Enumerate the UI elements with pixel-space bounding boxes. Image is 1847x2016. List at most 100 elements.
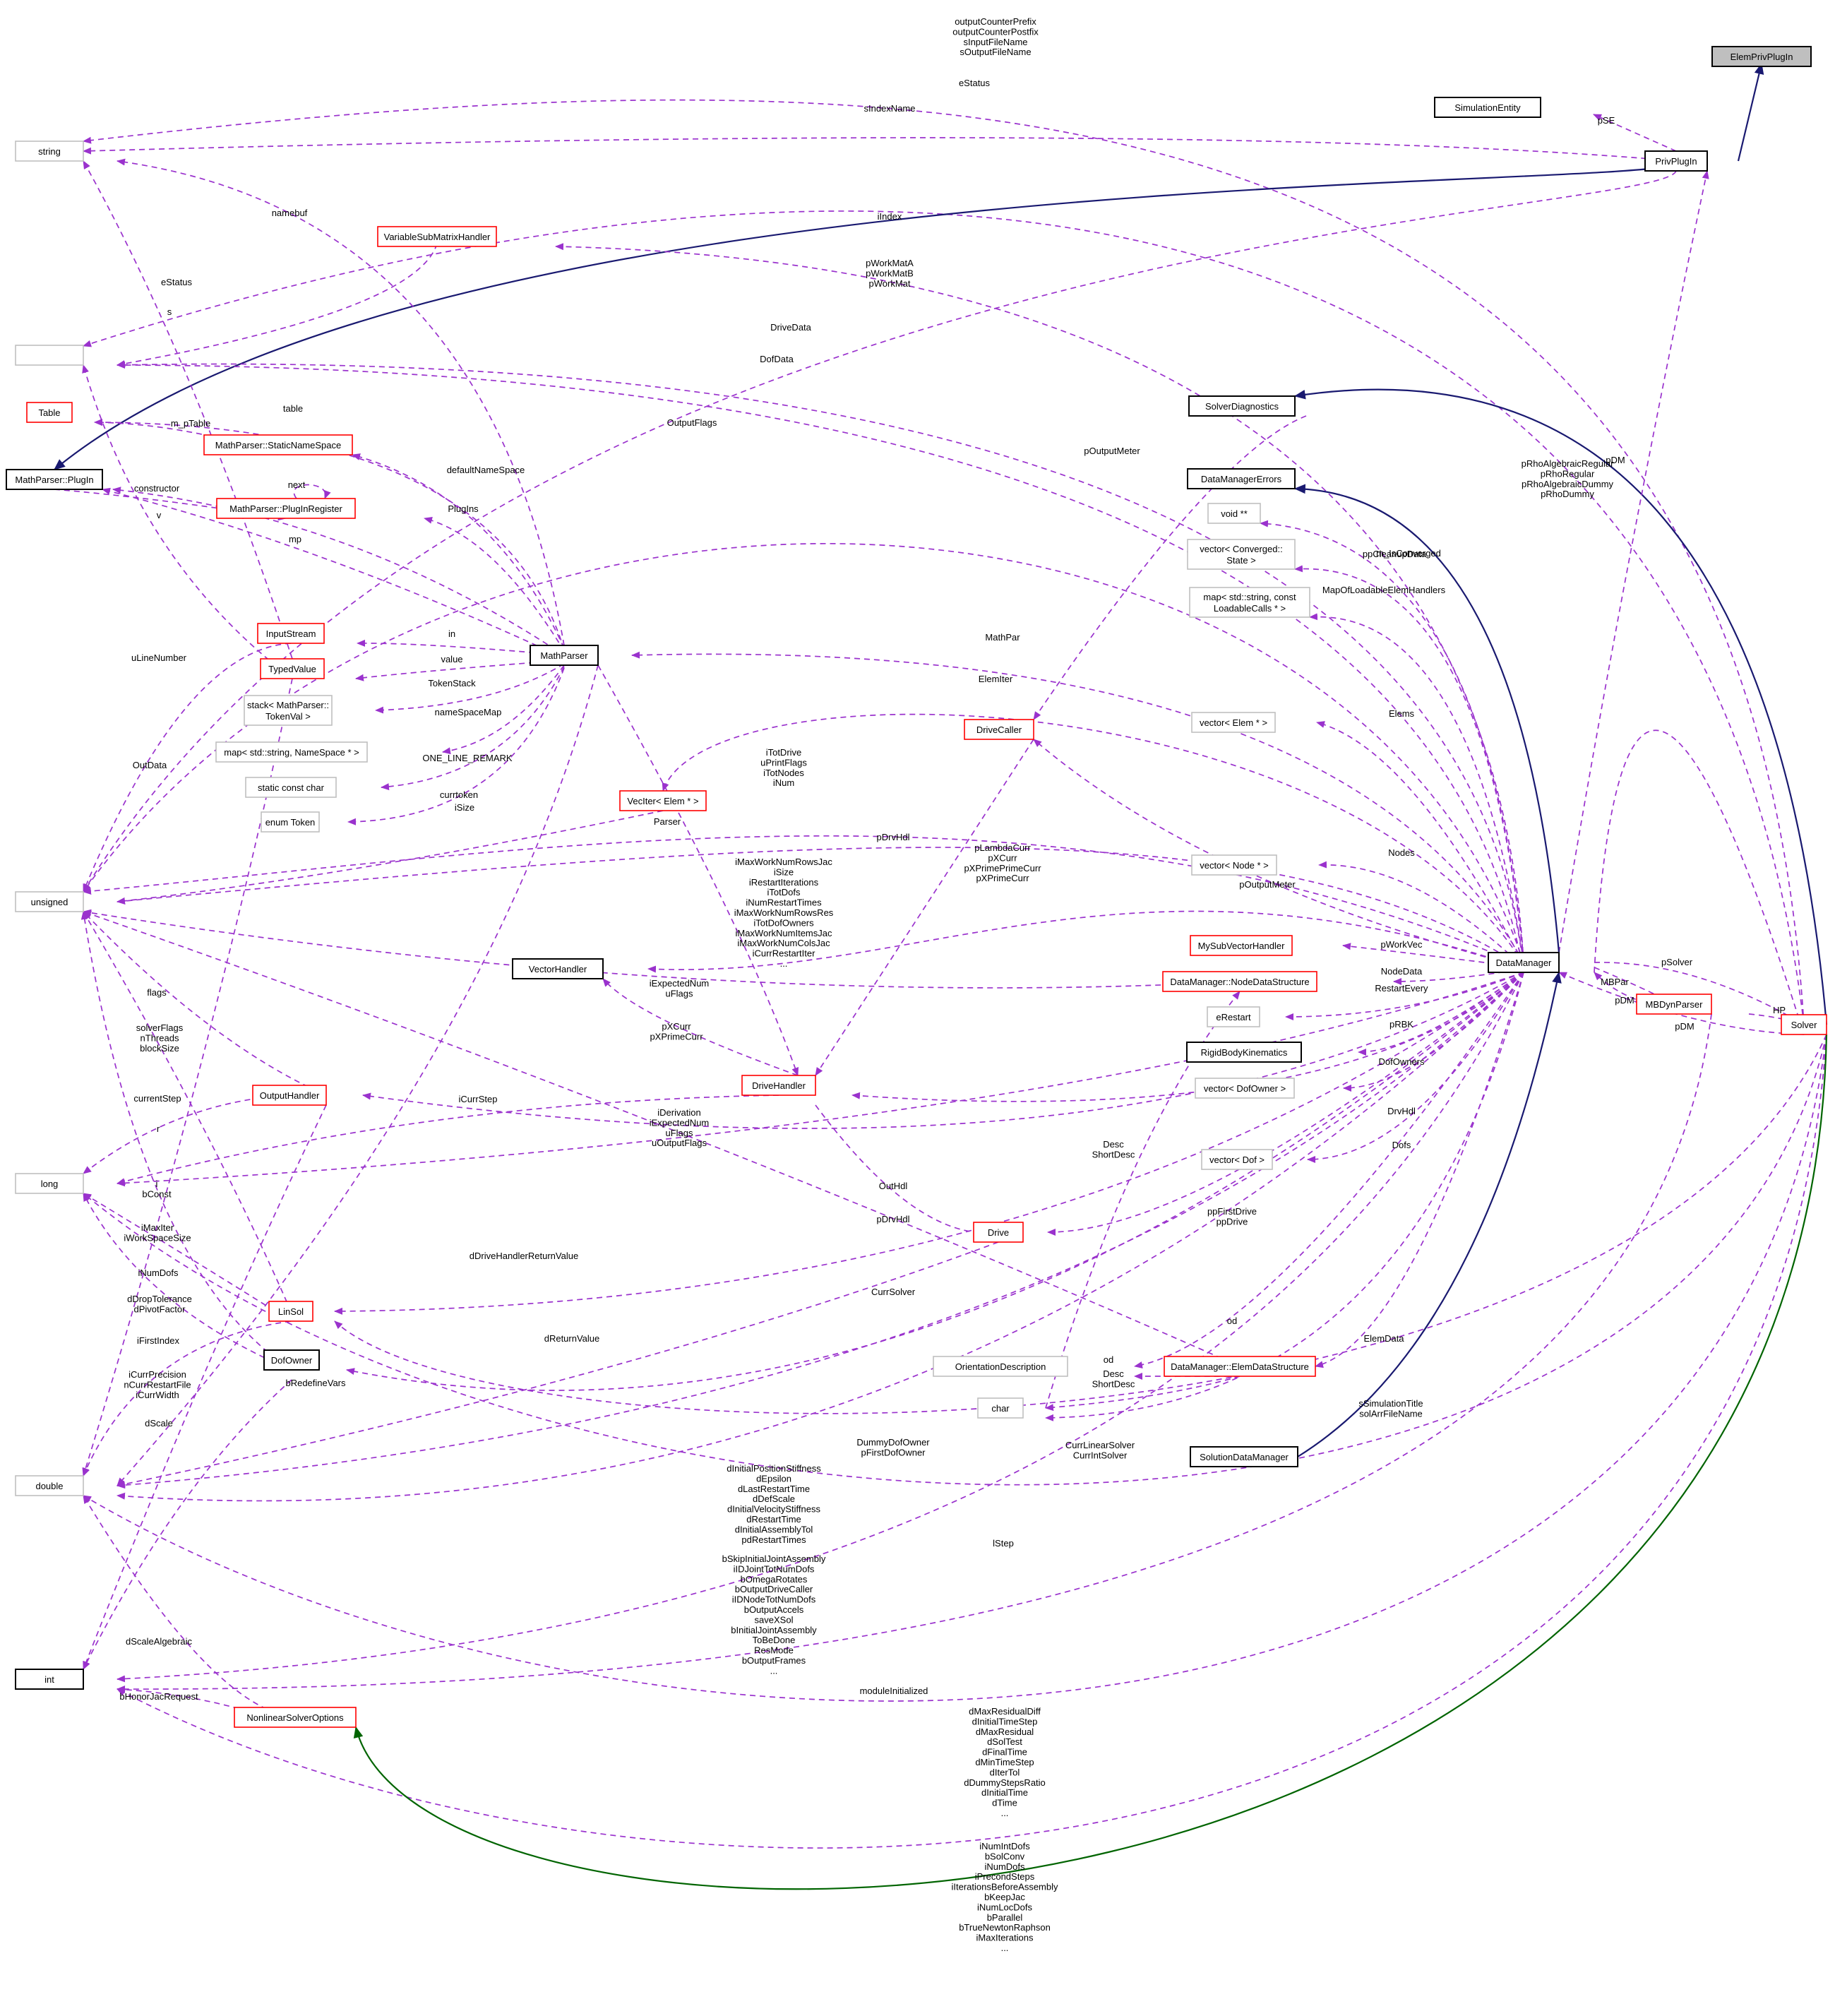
class-node-unsigned[interactable]: unsigned xyxy=(15,891,84,912)
edge-unsigned-to-veciter xyxy=(116,810,664,905)
class-node-nonlinearsolveroptions[interactable]: NonlinearSolverOptions xyxy=(234,1707,357,1728)
edge-label: iNumDofs xyxy=(138,1268,179,1278)
class-node-elemprivplugin[interactable]: ElemPrivPlugIn xyxy=(1711,46,1812,67)
class-node-solver[interactable]: Solver xyxy=(1781,1014,1827,1035)
class-node-drive[interactable]: Drive xyxy=(973,1222,1024,1243)
edge-label: PlugIns xyxy=(448,503,479,514)
edge-string-to-mathparser xyxy=(116,158,565,646)
edge-label: uLineNumber xyxy=(131,652,187,663)
class-node-char[interactable]: char xyxy=(977,1397,1024,1419)
edge-variablesubmatrixhandler-to-datamanager xyxy=(555,243,1524,963)
edge-solver-to-datamanager xyxy=(1558,972,1805,1035)
edge-unsigned-to-dmnodeds xyxy=(83,909,1241,989)
node-box xyxy=(257,623,325,644)
class-node-mapns[interactable]: map< std::string, NameSpace * > xyxy=(215,741,368,763)
edge-long-to-drivehandler xyxy=(116,1095,779,1185)
node-label: ElemPrivPlugIn xyxy=(1731,52,1793,62)
class-node-typedvalue[interactable]: TypedValue xyxy=(260,658,325,679)
edge-mppluginregister-to-mathparser xyxy=(424,516,565,652)
edge-drivecaller-to-solverdiagnostics xyxy=(1033,415,1307,720)
node-box xyxy=(1162,971,1317,992)
edge-int-to-datamanager xyxy=(116,972,1524,1683)
class-node-vecdof[interactable]: vector< Dof > xyxy=(1201,1149,1273,1170)
class-node-stackmp[interactable]: stack< MathParser::TokenVal > xyxy=(244,695,333,726)
edge-table-to-mathparser xyxy=(94,419,565,650)
class-node-simulationentity[interactable]: SimulationEntity xyxy=(1434,97,1541,118)
class-node-datamanagererrors[interactable]: DataManagerErrors xyxy=(1187,468,1296,489)
class-node-outputhandler[interactable]: OutputHandler xyxy=(252,1085,327,1106)
node-box xyxy=(1201,1149,1273,1170)
class-node-inputstream[interactable]: InputStream xyxy=(257,623,325,644)
class-node-datamanager[interactable]: DataManager xyxy=(1488,952,1560,973)
edge-veciter-to-datamanager xyxy=(662,713,1524,965)
class-node-mpplugin[interactable]: MathParser::PlugIn xyxy=(6,469,103,490)
class-node-double[interactable]: double xyxy=(15,1475,84,1496)
class-node-mppluginregister[interactable]: MathParser::PlugInRegister xyxy=(216,498,356,519)
class-node-string[interactable]: string xyxy=(15,141,84,162)
edge-label: pDrvHdl xyxy=(877,832,910,842)
edge-vecconverged-to-datamanager xyxy=(1294,565,1524,961)
class-node-drivehandler[interactable]: DriveHandler xyxy=(741,1075,816,1096)
class-node-drivecaller[interactable]: DriveCaller xyxy=(964,719,1034,740)
node-box xyxy=(619,790,707,811)
class-node-dmnodeds[interactable]: DataManager::NodeDataStructure xyxy=(1162,971,1317,992)
class-node-voidpp[interactable]: void ** xyxy=(1207,503,1261,524)
class-node-staticconstchar[interactable]: static const char xyxy=(245,777,337,798)
class-node-mbdynparser[interactable]: MBDynParser xyxy=(1636,994,1712,1015)
class-node-vecelem[interactable]: vector< Elem * > xyxy=(1191,712,1276,733)
class-node-table[interactable]: Table xyxy=(26,402,73,423)
edge-label: pWorkVec xyxy=(1380,939,1423,950)
edge-staticconstchar-to-mathparser xyxy=(381,666,565,791)
node-box xyxy=(15,141,84,162)
class-node-solverdiagnostics[interactable]: SolverDiagnostics xyxy=(1188,395,1296,417)
edge-label: constructor xyxy=(134,483,180,494)
class-node-veciter[interactable]: VecIter< Elem * > xyxy=(619,790,707,811)
node-box xyxy=(1644,150,1708,172)
class-node-blank[interactable] xyxy=(0,0,84,366)
class-node-mysubvectorhandler[interactable]: MySubVectorHandler xyxy=(1190,935,1293,956)
class-node-vectorhandler[interactable]: VectorHandler xyxy=(512,958,604,979)
class-node-orientationdescription[interactable]: OrientationDescription xyxy=(933,1356,1068,1377)
class-node-mpstaticnamespace[interactable]: MathParser::StaticNameSpace xyxy=(203,434,353,455)
edge-dmnodeds-to-datamanager xyxy=(1393,968,1524,985)
class-node-dofowner[interactable]: DofOwner xyxy=(263,1349,320,1371)
node-box xyxy=(1188,395,1296,417)
class-node-vecnode[interactable]: vector< Node * > xyxy=(1191,854,1277,876)
class-node-long[interactable]: long xyxy=(15,1173,84,1194)
class-node-variablesubmatrixhandler[interactable]: VariableSubMatrixHandler xyxy=(377,226,497,247)
class-node-privplugin[interactable]: PrivPlugIn xyxy=(1644,150,1708,172)
class-node-dmelemds[interactable]: DataManager::ElemDataStructure xyxy=(1164,1356,1316,1377)
node-label: LinSol xyxy=(278,1306,304,1317)
node-box xyxy=(964,719,1034,740)
class-node-vecdofowner[interactable]: vector< DofOwner > xyxy=(1195,1078,1295,1099)
edge-label: TokenStack xyxy=(428,678,476,688)
edge-label: MathPar xyxy=(985,632,1020,643)
class-node-rigidbodykinematics[interactable]: RigidBodyKinematics xyxy=(1186,1042,1302,1063)
class-node-solutiondatamanager[interactable]: SolutionDataManager xyxy=(1190,1446,1298,1467)
class-node-enumtoken[interactable]: enum Token xyxy=(261,811,320,833)
node-box xyxy=(15,1669,84,1690)
node-label: enum Token xyxy=(265,817,316,828)
node-label: SolutionDataManager xyxy=(1200,1452,1289,1462)
class-node-mathparser[interactable]: MathParser xyxy=(530,645,599,666)
edge-typedvalue-to-mathparser xyxy=(355,660,565,681)
class-node-linsol[interactable]: LinSol xyxy=(268,1301,313,1322)
edge-label: iFirstIndex xyxy=(137,1335,179,1346)
class-node-erestart[interactable]: eRestart xyxy=(1207,1006,1260,1027)
node-label: static const char xyxy=(258,782,325,793)
node-label: OrientationDescription xyxy=(955,1361,1046,1372)
edge-vecnode-to-datamanager xyxy=(1318,861,1524,968)
edge-mathparser-to-mpplugin xyxy=(102,487,565,659)
node-box xyxy=(1190,935,1293,956)
node-label: MathParser::PlugInRegister xyxy=(229,503,342,514)
edge-dofowner-to-datamanager xyxy=(346,972,1524,1391)
class-node-vecconverged[interactable]: vector< Converged::State > xyxy=(1187,539,1296,570)
class-node-int[interactable]: int xyxy=(15,1669,84,1690)
